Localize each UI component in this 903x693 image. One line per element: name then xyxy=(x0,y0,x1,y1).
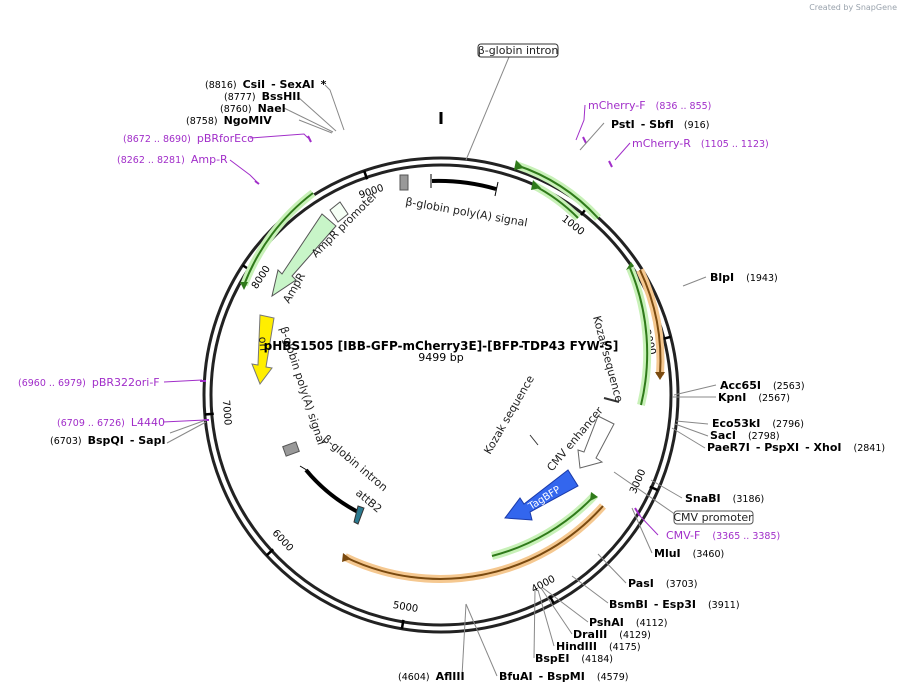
gfp-feature-bottom xyxy=(490,492,598,560)
ampr-feature xyxy=(271,201,349,298)
enzyme-label-eco53ki: Eco53kI(2796) xyxy=(712,417,804,430)
enzyme-label-bspqi: (6703)BspQI- SapI xyxy=(50,434,166,447)
enzyme-label-bsshii: (8777)BssHII xyxy=(224,90,300,103)
enzyme-label-bspei: BspEI(4184) xyxy=(535,652,613,665)
tick-mark xyxy=(265,548,275,557)
plasmid-name: pHBS1505 [IBB-GFP-mCherry3E]-[BFP-TDP43 … xyxy=(264,339,619,353)
cmv-enhancer-feature xyxy=(577,415,615,469)
primer-label-l4440: (6709 .. 6726)L4440 xyxy=(57,416,165,429)
enzyme-label-kpni: KpnI(2567) xyxy=(718,391,790,404)
credit-text: Created by SnapGene xyxy=(809,3,897,12)
tick-label: 5000 xyxy=(392,600,419,615)
tagbfp-feature xyxy=(504,469,579,521)
kozak-mark-center xyxy=(529,434,539,446)
kozak-center-label: Kozak sequence xyxy=(481,373,537,457)
primer-label-mcherry-r: mCherry-R(1105 .. 1123) xyxy=(632,137,769,150)
kozak-mark-right xyxy=(603,397,620,403)
beta-globin-intron-label-box xyxy=(477,43,559,58)
enzyme-label-acc65i: Acc65I(2563) xyxy=(720,379,805,392)
primer-labels: mCherry-F(836 .. 855) mCherry-R(1105 .. … xyxy=(18,99,780,542)
beta-globin-polya-top xyxy=(399,174,499,197)
ori-feature xyxy=(251,314,275,386)
gfp-feature-left xyxy=(240,189,316,290)
beta-globin-intron-label: β-globin intron xyxy=(478,44,559,57)
tick-label: 7000 xyxy=(220,400,233,426)
enzyme-label-pasi: PasI(3703) xyxy=(628,577,697,590)
leader-lines xyxy=(166,56,717,677)
primer-label-pbrforeco: (8672 .. 8690)pBRforEco xyxy=(123,132,254,145)
ori-label: ori xyxy=(256,336,270,351)
tick-mark xyxy=(400,619,405,629)
primer-label-amp-r: (8262 .. 8281)Amp-R xyxy=(117,153,228,166)
enzyme-label-afliii: (4604)AflIII xyxy=(398,670,465,683)
enzyme-label-csii: (8816)CsiI- SexAI* xyxy=(205,78,327,91)
enzyme-label-paer7i: PaeR7I- PspXI- XhoI(2841) xyxy=(707,441,885,454)
enzyme-label-blpi: BlpI(1943) xyxy=(710,271,778,284)
enzyme-label-bfuai: BfuAI- BspMI(4579) xyxy=(499,670,628,683)
gfp-feature-right xyxy=(626,262,652,406)
beta-globin-polya-top-label: β-globin poly(A) signal xyxy=(404,195,528,229)
cmv-promoter-label: CMV promoter xyxy=(673,511,753,524)
beta-globin-intron-bottom-label: β-globin intron xyxy=(320,432,390,494)
kozak-right-label: Kozak sequence xyxy=(590,314,626,403)
enzyme-label-bsmbi: BsmBI- Esp3I(3911) xyxy=(609,598,740,611)
backbone xyxy=(202,156,680,634)
cmv-promoter-label-box xyxy=(673,510,754,525)
tick-mark xyxy=(661,335,672,341)
enzyme-label-naei: (8760)NaeI xyxy=(220,102,286,115)
gfp-feature-top xyxy=(514,160,601,221)
plasmid-size: 9499 bp xyxy=(418,351,463,364)
primer-leaders xyxy=(162,104,659,536)
tick-mark xyxy=(548,594,555,605)
tick-mark xyxy=(363,170,369,180)
beta-globin-intron-bottom xyxy=(282,441,365,525)
enzyme-label-ngomiv: (8758)NgoMIV xyxy=(186,114,272,127)
enzyme-label-draiii: DraIII(4129) xyxy=(573,628,651,641)
tick-mark xyxy=(649,485,659,492)
mcherry-feature-right xyxy=(636,268,665,380)
enzyme-labels: (8816)CsiI- SexAI* (8777)BssHII (8760)Na… xyxy=(50,78,885,683)
mcherry-feature-bottom xyxy=(342,503,606,583)
primer-marks xyxy=(200,135,641,517)
tick-mark xyxy=(204,412,214,416)
primer-label-pbr322ori-f: (6960 .. 6979)pBR322ori-F xyxy=(18,376,160,389)
primer-label-cmv-f: CMV-F(3365 .. 3385) xyxy=(666,529,780,542)
enzyme-label-psti: PstI- SbfI(916) xyxy=(611,118,709,131)
enzyme-label-snabi: SnaBI(3186) xyxy=(685,492,764,505)
tick-label: 3000 xyxy=(628,468,648,496)
enzyme-label-hindiii: HindIII(4175) xyxy=(556,640,641,653)
enzyme-label-saci: SacI(2798) xyxy=(710,429,780,442)
primer-label-mcherry-f: mCherry-F(836 .. 855) xyxy=(588,99,711,112)
enzyme-label-mlui: MluI(3460) xyxy=(654,547,724,560)
enzyme-label-pshai: PshAI(4112) xyxy=(589,616,667,629)
